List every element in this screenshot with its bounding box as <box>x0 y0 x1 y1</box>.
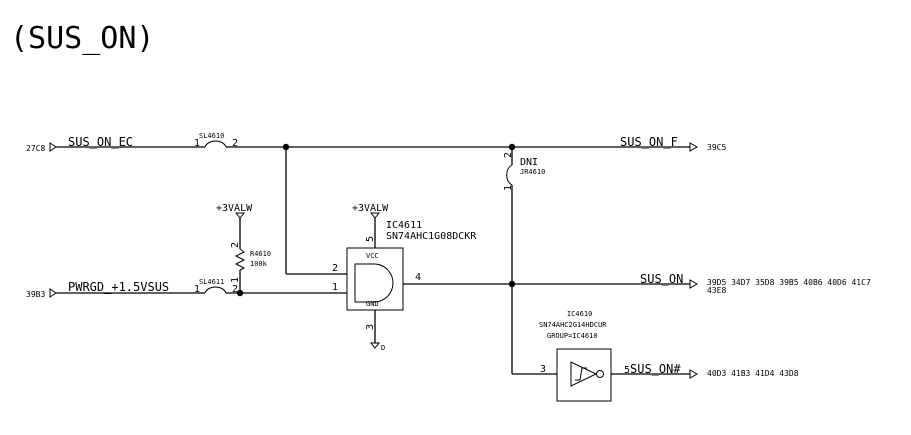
pin-ic4610-out: 5 <box>624 365 630 376</box>
part-ic4610: SN74AHC2G14HDCUR <box>539 321 607 329</box>
ground-label: D <box>381 344 385 352</box>
pin-r4610-2: 2 <box>230 242 241 248</box>
resistor-r4610 <box>234 248 246 271</box>
junction-dot <box>508 280 516 288</box>
component-ic4611: IC4611 SN74AHC1G08DCKR 5 VCC GND 2 1 4 3… <box>332 220 477 352</box>
net-sus-on-f: SUS_ON_F 39C5 <box>620 135 726 152</box>
jumper-jr4610 <box>506 164 513 186</box>
ref-jr4610: JR4610 <box>520 168 545 176</box>
offpage-connector-sus-on-f <box>689 142 699 152</box>
offpage-ref-sus-on-f: 39C5 <box>707 143 726 152</box>
offpage-refs-sus-on-n: 40D3 41B3 41D4 43D8 <box>707 369 799 378</box>
offpage-refs-sus-on-2: 43E8 <box>707 286 726 295</box>
component-r4610: 2 R4610 100k 1 <box>230 242 271 293</box>
power-valw-left: +3VALW <box>216 203 253 249</box>
pin-ic4611-vcc: 5 <box>365 236 376 242</box>
schmitt-hysteresis-icon <box>575 367 587 381</box>
offpage-refs-sus-on-1: 39D5 34D7 35D8 39B5 40B6 40D6 41C7 <box>707 278 871 287</box>
net-label-sus-on-n: SUS_ON# <box>630 362 681 376</box>
net-sus-on-n: SUS_ON# 40D3 41B3 41D4 43D8 <box>630 362 799 379</box>
offpage-connector-pwrgd <box>49 288 57 298</box>
ref-ic4610: IC4610 <box>567 310 592 318</box>
pin-jr4610-1: 1 <box>503 185 514 191</box>
pin-sl4611-2: 2 <box>232 284 238 295</box>
power-valw-ic: +3VALW <box>352 203 389 248</box>
part-ic4611: SN74AHC1G08DCKR <box>386 231 477 242</box>
power-label-valw-ic: +3VALW <box>352 203 389 214</box>
solder-link-sl4610 <box>204 140 227 148</box>
inverter-icon <box>570 361 598 387</box>
offpage-connector-sus-on <box>689 279 699 289</box>
junction-dot <box>236 289 244 297</box>
and-gate-icon <box>354 263 394 303</box>
pin-ic4610-in: 3 <box>540 364 546 375</box>
ref-r4610: R4610 <box>250 250 271 258</box>
pin-sl4610-2: 2 <box>232 138 238 149</box>
inverter-bubble-icon <box>596 370 604 378</box>
offpage-connector-sus-on-n <box>689 369 699 379</box>
ref-sl4610: SL4610 <box>199 132 224 140</box>
page-title: (SUS_ON) <box>10 21 155 56</box>
ic4610-body <box>556 348 612 402</box>
pin-sl4611-1: 1 <box>194 284 200 295</box>
net-label-sus-on-ec: SUS_ON_EC <box>68 135 133 149</box>
ref-ic4611: IC4611 <box>386 220 422 231</box>
label-ic4611-vcc: VCC <box>366 252 379 260</box>
pin-jr4610-2: 2 <box>503 152 514 158</box>
ground-icon <box>369 342 381 349</box>
pin-sl4610-1: 1 <box>194 138 200 149</box>
net-label-sus-on: SUS_ON <box>640 272 683 286</box>
component-jr4610: 2 DNI JR4610 1 <box>503 147 545 374</box>
pin-ic4611-out: 4 <box>415 272 421 283</box>
component-sl4610: SL4610 1 2 <box>194 132 238 149</box>
net-sus-on-ec: 27C8 SUS_ON_EC <box>26 135 205 153</box>
power-arrow-icon <box>369 212 381 219</box>
value-r4610: 100k <box>250 260 268 268</box>
label-jr4610-dni: DNI <box>520 157 538 168</box>
component-ic4610: IC4610 SN74AHC2G14HDCUR GROUP=IC4610 3 5 <box>539 310 630 402</box>
component-sl4611: SL4611 1 2 <box>194 278 238 295</box>
power-label-valw-left: +3VALW <box>216 203 253 214</box>
offpage-connector-sus-on-ec <box>49 142 57 152</box>
group-ic4610: GROUP=IC4610 <box>547 332 598 340</box>
power-arrow-icon <box>234 212 246 219</box>
label-ic4611-gnd: GND <box>366 300 379 308</box>
pin-r4610-1: 1 <box>230 277 241 283</box>
net-sus-on: SUS_ON 39D5 34D7 35D8 39B5 40B6 40D6 41C… <box>640 272 871 295</box>
net-label-pwrgd: PWRGD_+1.5VSUS <box>68 280 169 294</box>
pin-ic4611-in1: 1 <box>332 282 338 293</box>
solder-link-sl4611 <box>204 286 227 294</box>
ref-sl4611: SL4611 <box>199 278 224 286</box>
net-label-sus-on-f: SUS_ON_F <box>620 135 678 149</box>
pin-ic4611-gnd: 3 <box>365 324 376 330</box>
net-pwrgd: 39B3 PWRGD_+1.5VSUS <box>26 280 205 299</box>
offpage-ref-sus-on-ec: 27C8 <box>26 144 45 153</box>
pin-ic4611-in2: 2 <box>332 263 338 274</box>
offpage-ref-pwrgd: 39B3 <box>26 290 45 299</box>
